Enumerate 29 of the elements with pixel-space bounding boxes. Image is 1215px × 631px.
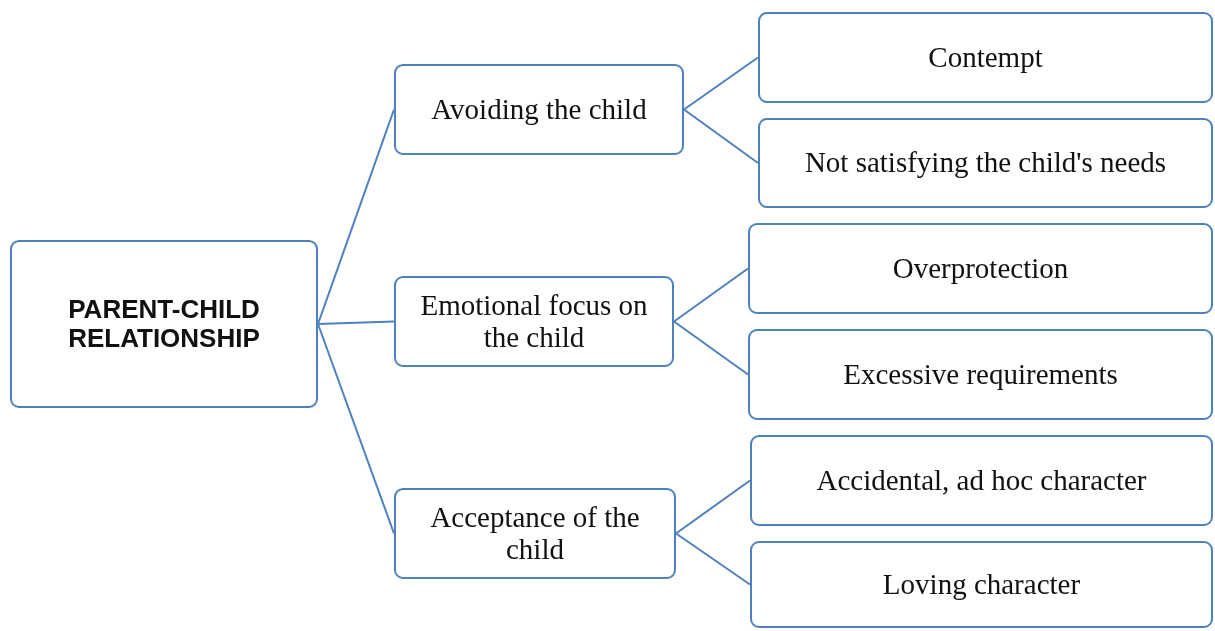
category-box [748,329,1213,420]
category-box [748,223,1213,314]
category-box [750,541,1213,628]
node-label: Not satisfying the child's needs [804,147,1167,179]
node-label: Excessive requirements [843,358,1118,391]
node-label: Accidental, ad hoc character [816,464,1147,497]
connector-line [673,267,749,323]
node-label: Contempt [928,41,1043,74]
connector-line [317,320,395,325]
category-box [394,488,676,579]
connector-line [683,56,759,111]
node-label: Avoiding the child [431,93,647,126]
connector-line [675,479,751,535]
connector-line [317,108,395,325]
node-label: Emotional focus on the child [419,289,649,354]
root-box [10,240,318,408]
node-label: Acceptance of the child [429,501,641,566]
node-label: PARENT-CHILD RELATIONSHIP [67,295,261,353]
connector-line [675,532,751,586]
connector-line [673,320,749,376]
category-box [750,435,1213,526]
connector-line [683,108,759,164]
connector-line [317,323,395,535]
node-label: Overprotection [892,252,1069,285]
category-box [758,118,1213,208]
category-box [394,276,674,367]
category-box [394,64,684,155]
node-label: Loving character [882,568,1081,601]
category-box [758,12,1213,103]
